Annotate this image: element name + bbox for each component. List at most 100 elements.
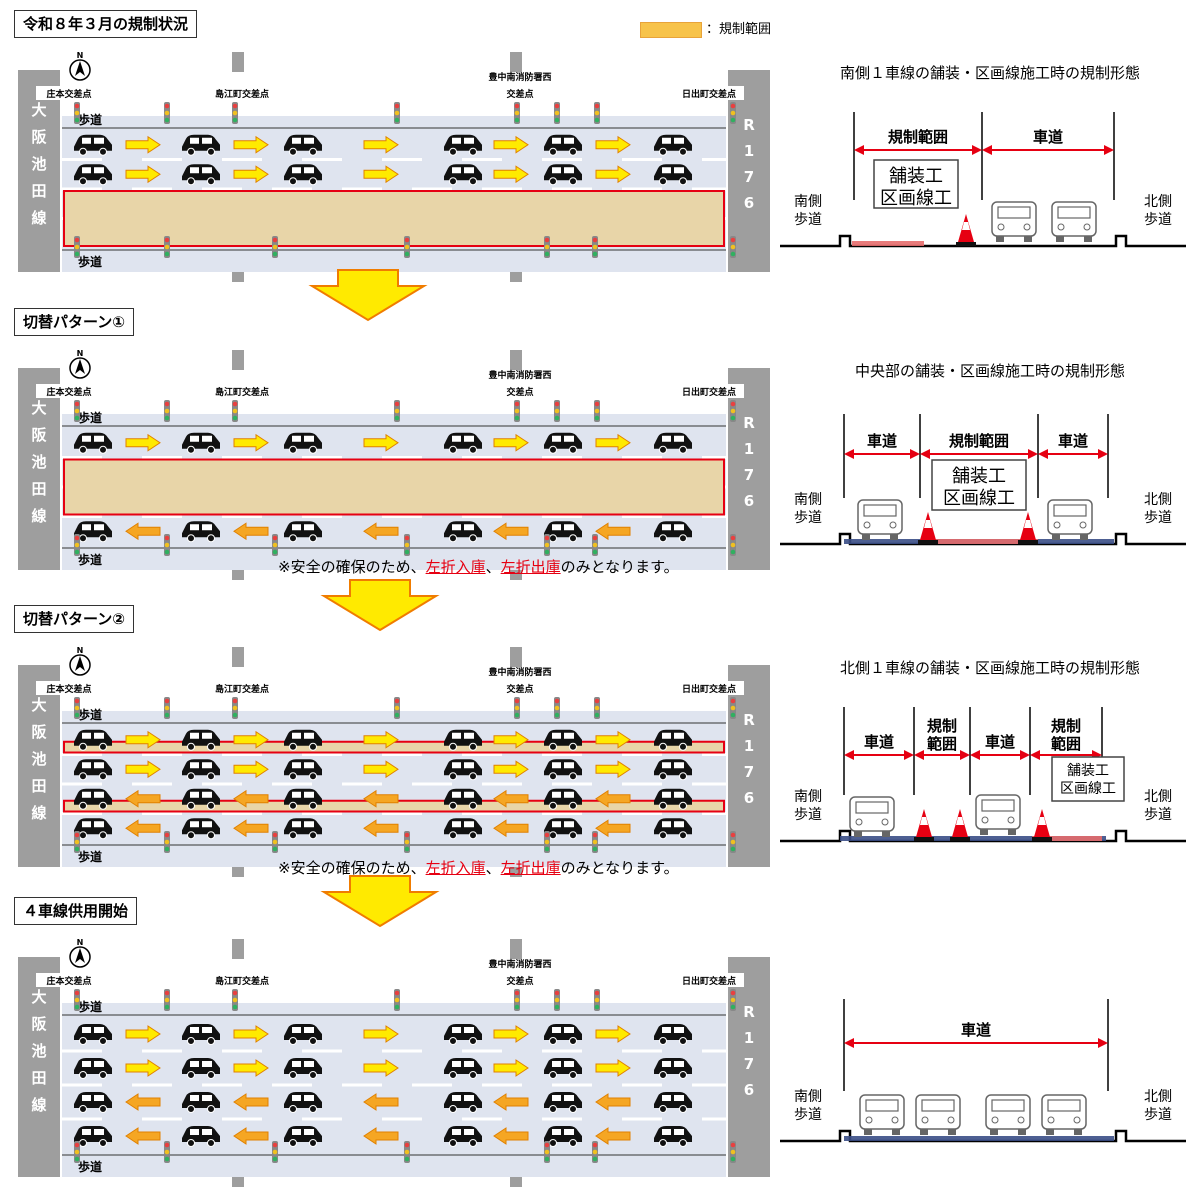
road-plan-diagram: 大阪池田線R176歩道歩道N曽根島江線穂積菰江線庄本交差点島江町交差点豊中南消防… [18,51,770,282]
traffic-signal-icon [272,831,278,853]
traffic-signal-icon [394,400,400,422]
car-icon [544,1058,582,1079]
intersection-label: 日出町交差点 [682,88,736,100]
car-icon [182,1092,220,1113]
arrow-left-icon [595,1093,631,1111]
cross-street [232,272,244,282]
car-icon [544,521,582,543]
arrow-left-icon [125,789,161,808]
left-road-block [18,70,60,272]
arrow-right-icon [363,135,399,154]
car-icon [74,1092,112,1113]
car-icon [654,729,692,751]
car-icon [444,432,482,454]
car-icon [544,759,582,781]
car-icon [182,729,220,751]
south-sidewalk-label: 南側 [794,789,822,805]
vehicle-icon [859,1094,905,1135]
arrow-right-icon [363,730,399,749]
car-icon [544,1126,582,1147]
north-sidewalk-label: 北側 [1144,194,1172,210]
cross-street [510,570,522,580]
dimension-label: 規制 [927,717,957,735]
dimension-label: 車道 [864,733,894,751]
panel-current: 令和８年３月の規制状況 大阪池田線R176歩道歩道N曽根島江線穂積菰江線庄本交差… [0,10,1200,282]
left-block-char: 池 [31,750,46,768]
north-sidewalk-label: 北側 [1144,1089,1172,1105]
traffic-signal-icon [164,400,170,422]
traffic-signal-icon [730,697,736,719]
dimension-label: 規制範囲 [949,432,1009,450]
arrow-left-icon [233,1093,269,1111]
panel-four-lanes: ４車線供用開始 大阪池田線R176歩道歩道N曽根島江線穂積菰江線庄本交差点島江町… [0,897,1200,1187]
intersection-label: 交差点 [506,975,533,987]
arrow-right-icon [233,1059,269,1077]
work-label: 舗装工 [889,166,943,187]
cross-street [510,939,522,959]
arrow-left-icon [125,819,161,838]
car-icon [444,1058,482,1079]
traffic-signal-icon [74,831,80,853]
right-block-char: R [743,711,755,729]
traffic-signal-icon [74,534,80,556]
car-icon [74,432,112,454]
car-icon [544,788,582,810]
car-icon [74,759,112,781]
car-icon [654,521,692,543]
cross-section-diagram: 南側１車線の舗装・区画線施工時の規制形態南側歩道北側歩道規制範囲車道舗装工区画線… [780,64,1186,248]
intersection-label: 庄本交差点 [46,975,91,987]
arrow-right-icon [493,1059,529,1077]
work-label: 区画線工 [943,488,1015,509]
cross-street [232,939,244,959]
down-arrow-icon [320,579,440,632]
car-icon [444,164,482,186]
traffic-signal-icon [232,697,238,719]
right-block-char: 1 [744,737,754,755]
sidewalk-label: 歩道 [78,552,102,567]
intersection-label: 庄本交差点 [46,88,91,100]
car-icon [654,759,692,781]
car-icon [182,432,220,454]
traffic-signal-icon [164,236,170,258]
car-icon [544,134,582,156]
car-icon [74,729,112,751]
car-icon [74,134,112,156]
svg-text:N: N [77,646,84,655]
right-block-char: R [743,414,755,432]
north-sidewalk-label: 歩道 [1144,1107,1172,1123]
car-icon [444,521,482,543]
arrow-left-icon [363,1093,399,1111]
panel-pattern-1: 切替パターン① 大阪池田線R176歩道歩道N曽根島江線穂積菰江線庄本交差点島江町… [0,308,1200,580]
car-icon [74,788,112,810]
car-icon [284,1126,322,1147]
left-block-char: 阪 [31,723,47,741]
legend-swatch [640,21,702,38]
work-label: 区画線工 [1060,781,1116,797]
panel-title: 切替パターン① [14,308,134,336]
traffic-cone-icon [1018,512,1038,544]
traffic-signal-icon [594,102,600,124]
car-icon [284,788,322,810]
cross-street [232,52,244,72]
traffic-signal-icon [544,831,550,853]
car-icon [74,164,112,186]
intersection-label: 日出町交差点 [682,386,736,398]
car-icon [284,759,322,781]
arrow-right-icon [493,760,529,779]
car-icon [444,818,482,840]
left-block-char: 線 [31,804,46,822]
traffic-signal-icon [730,534,736,556]
north-compass-icon: N [69,349,91,379]
right-block-char: 6 [744,789,754,807]
left-block-char: 田 [31,480,46,498]
traffic-signal-icon [164,1141,170,1163]
intersection-label: 豊中南消防署西 [488,369,551,381]
right-block-char: 7 [744,763,754,781]
intersection-label: 日出町交差点 [682,975,736,987]
cross-street [232,1177,244,1187]
car-icon [544,1092,582,1113]
arrow-left-icon [233,522,269,541]
road-plan-diagram: 大阪池田線R176歩道歩道N曽根島江線穂積菰江線庄本交差点島江町交差点豊中南消防… [18,646,770,877]
vehicle-icon [975,794,1021,835]
pavement-hatch [852,241,924,246]
